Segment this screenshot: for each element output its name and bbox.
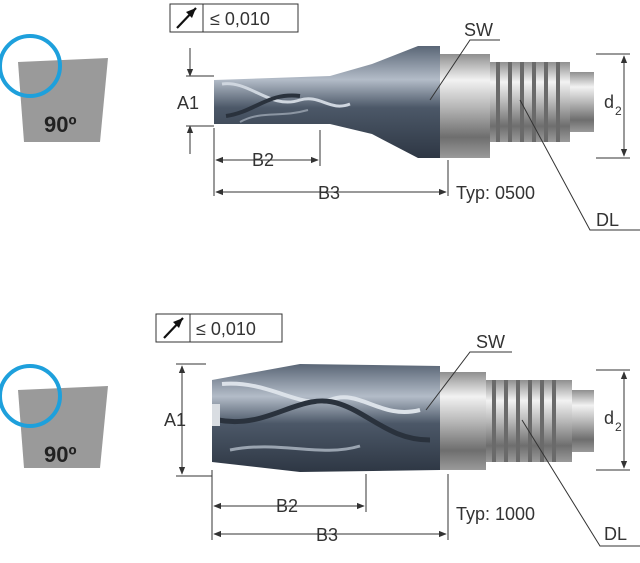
label-type: Typ: 0500 [456, 183, 535, 203]
tolerance-frame: ≤ 0,010 [169, 3, 299, 33]
label-dl: DL [596, 210, 619, 230]
label-sw: SW [464, 20, 493, 40]
label-sw: SW [476, 332, 505, 352]
label-dl: DL [604, 524, 627, 544]
thread-section [486, 380, 594, 462]
label-b2: B2 [252, 150, 274, 170]
thread-section [490, 62, 594, 142]
label-b3: B3 [318, 183, 340, 203]
corner-angle-icon: 90º [0, 34, 108, 142]
end-mill-tool [214, 46, 594, 158]
angle-label: 90º [44, 112, 77, 137]
label-d2: d [604, 92, 614, 112]
label-b3: B3 [316, 525, 338, 545]
end-mill-tool [212, 364, 594, 472]
label-d2: d [604, 408, 614, 428]
tolerance-value: ≤ 0,010 [210, 9, 270, 29]
corner-angle-icon: 90º [0, 364, 108, 468]
angle-label: 90º [44, 442, 77, 467]
dimensions [186, 39, 640, 231]
label-d2-sub: 2 [615, 420, 622, 434]
tolerance-value: ≤ 0,010 [196, 319, 256, 339]
diagram-top: 90º ≤ 0,010 [0, 3, 640, 231]
label-type: Typ: 1000 [456, 504, 535, 524]
label-a1: A1 [164, 410, 186, 430]
label-d2-sub: 2 [615, 104, 622, 118]
label-b2: B2 [276, 496, 298, 516]
diagram-bottom: 90º ≤ 0,010 [0, 313, 640, 547]
dimensions [176, 351, 640, 547]
label-a1: A1 [177, 93, 199, 113]
tolerance-frame: ≤ 0,010 [155, 313, 283, 343]
